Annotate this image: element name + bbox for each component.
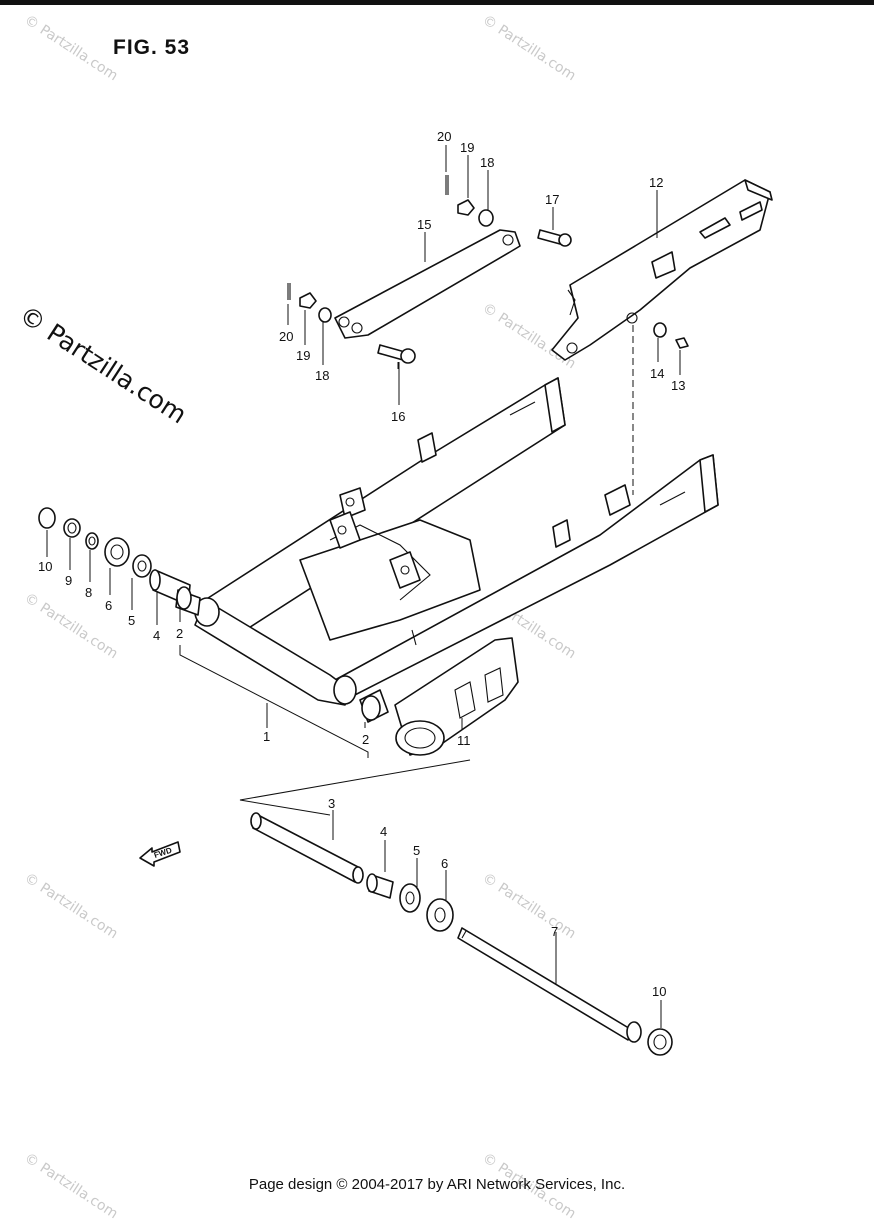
callout-9: 9 [65,573,72,588]
swingarm [194,377,719,706]
callout-7: 7 [551,924,558,939]
chain-guard [551,179,773,361]
callout-10: 10 [38,559,52,574]
callout-4: 4 [153,628,160,643]
needle-bearing-face [361,695,381,721]
callout-5: 5 [128,613,135,628]
callout-3: 3 [328,796,335,811]
leader-lines [46,145,681,1028]
callout-4: 4 [380,824,387,839]
callout-19: 19 [460,140,474,155]
callout-10: 10 [652,984,666,999]
callout-15: 15 [417,217,431,232]
callout-20: 20 [279,329,293,344]
callout-16: 16 [391,409,405,424]
pivot-shaft-parts [250,812,673,1056]
page-footer: Page design © 2004-2017 by ARI Network S… [248,1176,626,1193]
callout-20: 20 [437,129,451,144]
fwd-arrow-icon: FWD [139,841,181,867]
callout-6: 6 [105,598,112,613]
callout-12: 12 [649,175,663,190]
callout-11: 11 [457,733,471,748]
callout-19: 19 [296,348,310,363]
callout-6: 6 [441,856,448,871]
callout-13: 13 [671,378,685,393]
callout-numbers: 1 2 2 3 4 4 5 5 6 6 7 8 9 10 10 11 12 13… [38,129,685,999]
figure-title: FIG. 53 [113,36,191,59]
callout-2: 2 [362,732,369,747]
callout-8: 8 [85,585,92,600]
chain-adjuster [394,637,519,756]
callout-18: 18 [480,155,494,170]
callout-17: 17 [545,192,559,207]
callout-14: 14 [650,366,664,381]
callout-5: 5 [413,843,420,858]
torque-link [334,229,521,339]
callout-1: 1 [263,729,270,744]
callout-2: 2 [176,626,183,641]
top-border [0,0,874,5]
left-pivot-parts [38,507,201,616]
callout-18: 18 [315,368,329,383]
small-hardware [287,175,689,364]
